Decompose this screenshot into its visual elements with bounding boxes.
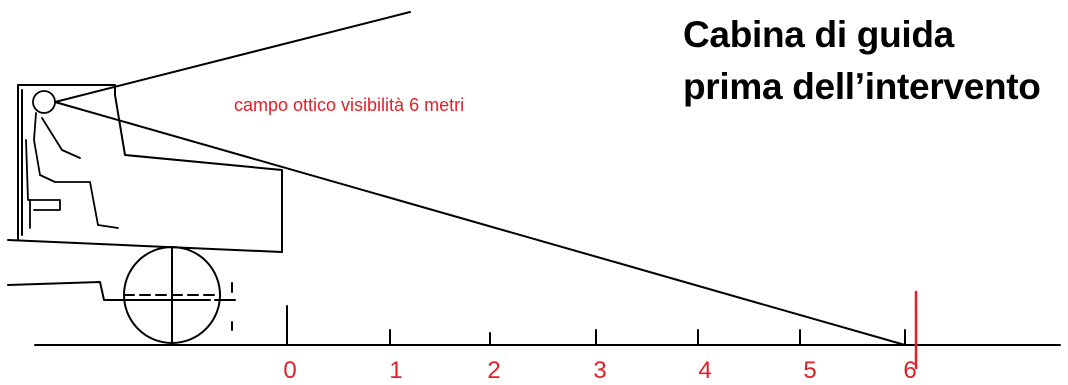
truck-chassis	[7, 281, 236, 331]
tick-label-2: 2	[487, 357, 501, 384]
tick-label-1: 1	[389, 357, 403, 384]
tick-label-3: 3	[593, 357, 607, 384]
title-line-1: Cabina di guida	[683, 14, 954, 55]
driver-figure	[25, 90, 119, 229]
visibility-caption: campo ottico visibilità 6 metri	[234, 95, 465, 115]
title-line-2: prima dell’intervento	[683, 66, 1041, 107]
tick-label-6: 6	[903, 357, 917, 384]
tick-label-4: 4	[698, 357, 712, 384]
sight-lines	[54, 11, 906, 346]
tick-label-0: 0	[283, 357, 297, 384]
front-wheel	[123, 246, 221, 344]
tick-label-5: 5	[803, 357, 817, 384]
truck-cab	[7, 84, 283, 253]
distance-scale-ticks	[286, 305, 906, 346]
